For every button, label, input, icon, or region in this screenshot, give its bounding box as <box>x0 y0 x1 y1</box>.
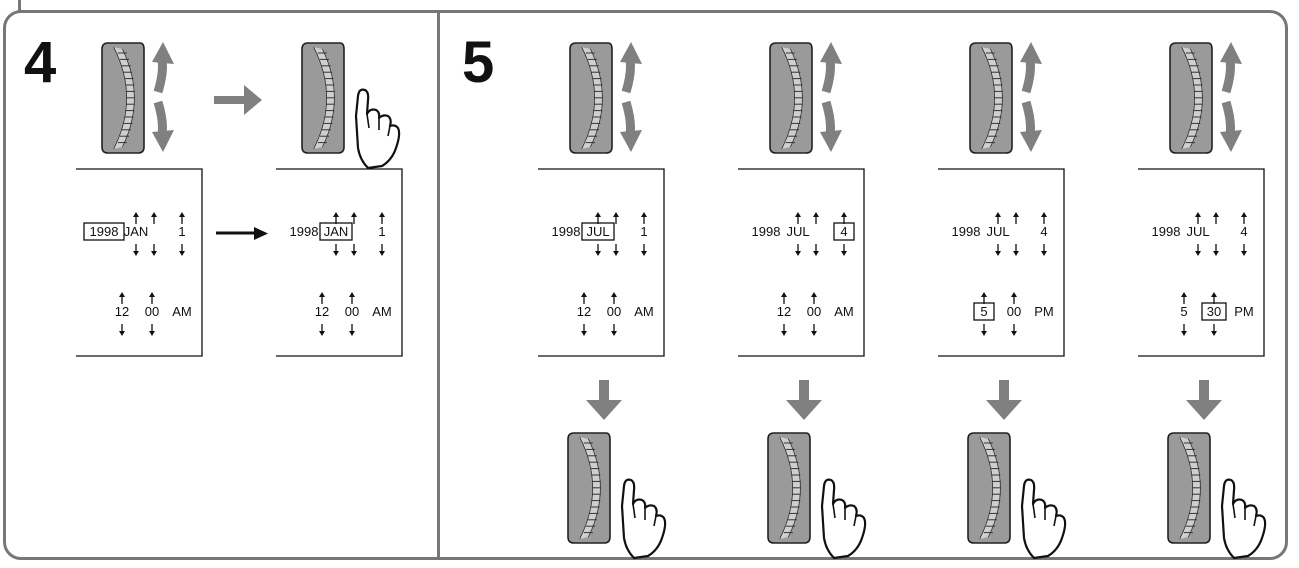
clock-month: JUL <box>986 224 1009 239</box>
clock-minute: 30 <box>1207 304 1221 319</box>
clock-panel-6: 1998 JUL 4 5 30 PM <box>1138 168 1266 358</box>
arrow-right-icon <box>214 85 262 115</box>
clock-panel-5: 1998 JUL 4 5 00 PM <box>938 168 1066 358</box>
jog-dial-icon <box>1168 42 1248 159</box>
clock-minute: 00 <box>145 304 159 319</box>
up-down-rotate-icon <box>1220 42 1242 152</box>
clock-day: 4 <box>1240 224 1247 239</box>
section-divider <box>437 12 440 558</box>
pressing-hand-icon <box>300 42 422 177</box>
clock-minute: 00 <box>607 304 621 319</box>
selected-field-box <box>83 222 125 241</box>
up-down-rotate-icon <box>1020 42 1042 152</box>
step-number-5: 5 <box>462 30 495 95</box>
clock-panel-3: 1998 JUL 1 12 00 AM <box>538 168 666 358</box>
clock-ampm: AM <box>372 304 392 319</box>
jog-dial-icon <box>100 42 180 159</box>
clock-panel-2: 1998 JAN 1 12 00 AM <box>276 168 404 358</box>
clock-year: 1998 <box>290 224 319 239</box>
pressing-hand-icon <box>966 432 1088 567</box>
arrow-down-icon <box>1186 380 1222 420</box>
clock-hour: 5 <box>1180 304 1187 319</box>
clock-ampm: AM <box>172 304 192 319</box>
arrow-down-icon <box>786 380 822 420</box>
jog-dial-icon <box>968 42 1048 159</box>
arrow-down-icon <box>986 380 1022 420</box>
arrow-down-icon <box>586 380 622 420</box>
clock-year: 1998 <box>90 224 119 239</box>
clock-year: 1998 <box>552 224 581 239</box>
clock-year: 1998 <box>1152 224 1181 239</box>
selected-field-box <box>973 302 995 321</box>
clock-minute: 00 <box>807 304 821 319</box>
selected-field-box <box>581 222 615 241</box>
selected-field-box <box>833 222 855 241</box>
clock-month: JAN <box>124 224 149 239</box>
clock-day: 1 <box>378 224 385 239</box>
clock-month: JUL <box>1186 224 1209 239</box>
clock-day: 4 <box>1040 224 1047 239</box>
clock-ampm: PM <box>1034 304 1054 319</box>
clock-ampm: AM <box>834 304 854 319</box>
step-number-4: 4 <box>24 30 57 95</box>
pressing-hand-icon <box>566 432 688 567</box>
pressing-hand-icon <box>766 432 888 567</box>
clock-month: JAN <box>324 224 349 239</box>
clock-day: 1 <box>640 224 647 239</box>
jog-dial-icon <box>768 42 848 159</box>
corner-tick <box>18 0 21 13</box>
clock-year: 1998 <box>752 224 781 239</box>
up-down-rotate-icon <box>820 42 842 152</box>
clock-ampm: PM <box>1234 304 1254 319</box>
clock-panel-1: 1998 JAN 1 12 00 AM <box>76 168 204 358</box>
up-down-rotate-icon <box>152 42 174 152</box>
clock-month: JUL <box>786 224 809 239</box>
clock-ampm: AM <box>634 304 654 319</box>
clock-hour: 5 <box>980 304 987 319</box>
clock-hour: 12 <box>577 304 591 319</box>
clock-hour: 12 <box>115 304 129 319</box>
diagram-frame <box>3 10 1288 560</box>
selected-field-box <box>1201 302 1227 321</box>
clock-month: JUL <box>586 224 609 239</box>
jog-dial-icon <box>568 42 648 159</box>
pressing-hand-icon <box>1166 432 1288 567</box>
selected-field-box <box>319 222 353 241</box>
clock-minute: 00 <box>1007 304 1021 319</box>
clock-day: 4 <box>840 224 847 239</box>
clock-day: 1 <box>178 224 185 239</box>
clock-minute: 00 <box>345 304 359 319</box>
clock-hour: 12 <box>777 304 791 319</box>
clock-year: 1998 <box>952 224 981 239</box>
up-down-rotate-icon <box>620 42 642 152</box>
arrow-right-icon <box>216 227 268 240</box>
clock-panel-4: 1998 JUL 4 12 00 AM <box>738 168 866 358</box>
clock-hour: 12 <box>315 304 329 319</box>
